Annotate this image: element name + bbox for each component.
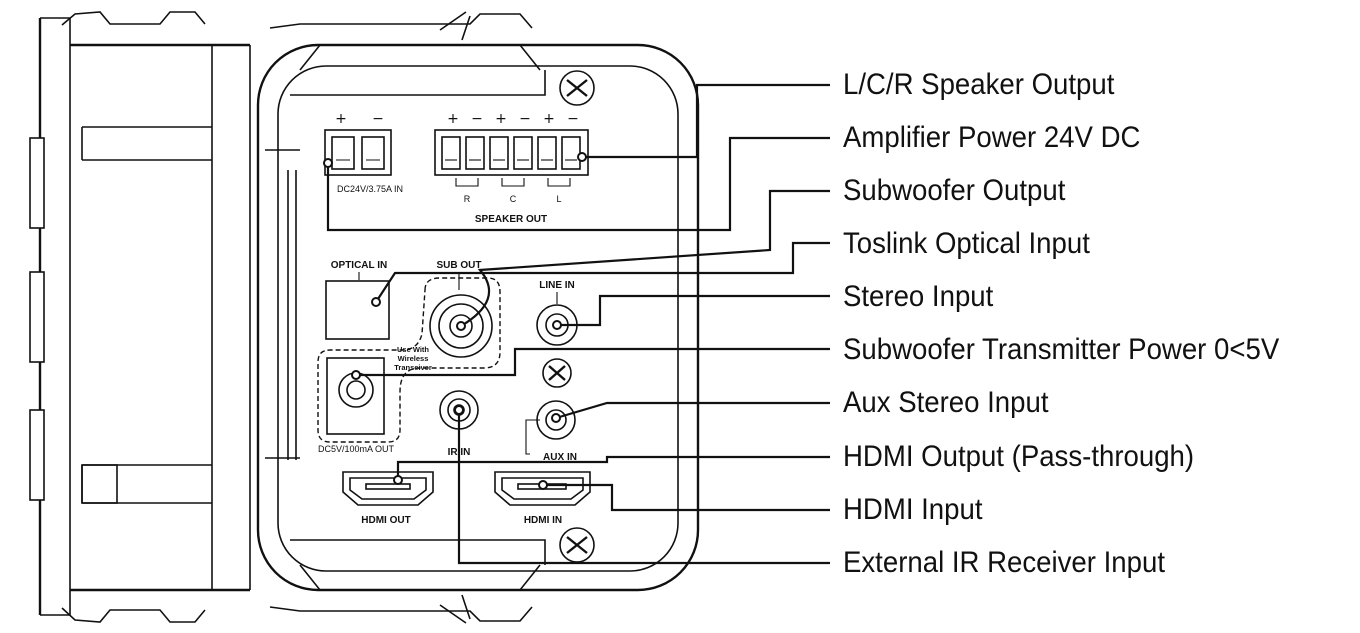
callout-toslink-input: Toslink Optical Input <box>843 227 1090 260</box>
leader-lines <box>326 83 830 565</box>
connection-dots <box>323 152 587 490</box>
sub-out-port: SUB OUT Use With Wireless Transeiver <box>317 260 501 443</box>
callout-stereo-input: Stereo Input <box>843 280 993 313</box>
dc-minus-sign: − <box>372 111 384 127</box>
dot-line-in <box>552 320 562 330</box>
speaker-out-label: SPEAKER OUT <box>475 214 547 225</box>
callout-amplifier-power: Amplifier Power 24V DC <box>843 121 1140 154</box>
speaker-terminal-slot <box>537 136 557 170</box>
aux-in-label: AUX IN <box>543 452 577 463</box>
dot-sub-out <box>456 321 466 331</box>
optical-in-port: OPTICAL IN <box>325 260 390 340</box>
dot-dc-in <box>323 158 333 168</box>
line-in-label: LINE IN <box>539 280 575 291</box>
dc-power-terminal: + − DC24V/3.75A IN <box>324 111 403 194</box>
svg-text:−: − <box>519 111 531 127</box>
dot-optical-in <box>371 297 381 307</box>
hdmi-out-label: HDMI OUT <box>361 515 410 526</box>
device-housing <box>29 11 300 623</box>
callout-speaker-output: L/C/R Speaker Output <box>843 68 1114 101</box>
dot-ir-in <box>454 405 464 415</box>
face-plate <box>256 11 700 624</box>
hdmi-in-label: HDMI IN <box>524 515 562 526</box>
svg-text:+: + <box>495 111 507 127</box>
svg-text:−: − <box>471 111 483 127</box>
sub-out-label: SUB OUT <box>437 260 482 271</box>
svg-text:+: + <box>447 111 459 127</box>
callout-hdmi-input: HDMI Input <box>843 493 983 526</box>
dot-hdmi-in <box>538 480 548 490</box>
optical-in-label: OPTICAL IN <box>331 260 387 271</box>
dot-aux-in <box>551 413 561 423</box>
aux-in-port: AUX IN <box>525 400 577 463</box>
channel-c-label: C <box>510 194 517 204</box>
callout-hdmi-output: HDMI Output (Pass-through) <box>843 440 1194 473</box>
speaker-terminal-slot <box>465 136 485 170</box>
dc5v-out-label: DC5V/100mA OUT <box>318 444 395 454</box>
callout-subwoofer-output: Subwoofer Output <box>843 174 1065 207</box>
line-in-port: LINE IN <box>536 280 578 346</box>
callout-ir-input: External IR Receiver Input <box>843 546 1165 579</box>
speaker-terminal-slot <box>561 136 581 170</box>
dc-in-label: DC24V/3.75A IN <box>337 184 403 194</box>
use-with-line3: Transeiver <box>394 363 432 372</box>
channel-l-label: L <box>556 194 561 204</box>
callout-aux-input: Aux Stereo Input <box>843 386 1049 419</box>
use-with-line1: Use With <box>397 345 429 354</box>
dc-plus-sign: + <box>335 111 347 127</box>
channel-r-label: R <box>464 194 471 204</box>
svg-text:+: + <box>543 111 555 127</box>
svg-text:−: − <box>567 111 579 127</box>
dot-hdmi-out <box>393 475 403 485</box>
dot-speaker-out <box>577 152 587 162</box>
callout-transmitter-power: Subwoofer Transmitter Power 0<5V <box>843 333 1280 366</box>
speaker-terminal: + − + − + − R C L SPEAKER OUT <box>434 111 589 225</box>
speaker-terminal-slot <box>441 136 461 170</box>
use-with-line2: Wireless <box>398 354 429 363</box>
speaker-terminal-slot <box>489 136 509 170</box>
dot-dc5v <box>351 370 361 380</box>
hdmi-out-port: HDMI OUT <box>342 471 434 526</box>
callout-labels: L/C/R Speaker Output Amplifier Power 24V… <box>843 68 1280 579</box>
middle-screw <box>542 358 572 388</box>
speaker-terminal-slot <box>513 136 533 170</box>
